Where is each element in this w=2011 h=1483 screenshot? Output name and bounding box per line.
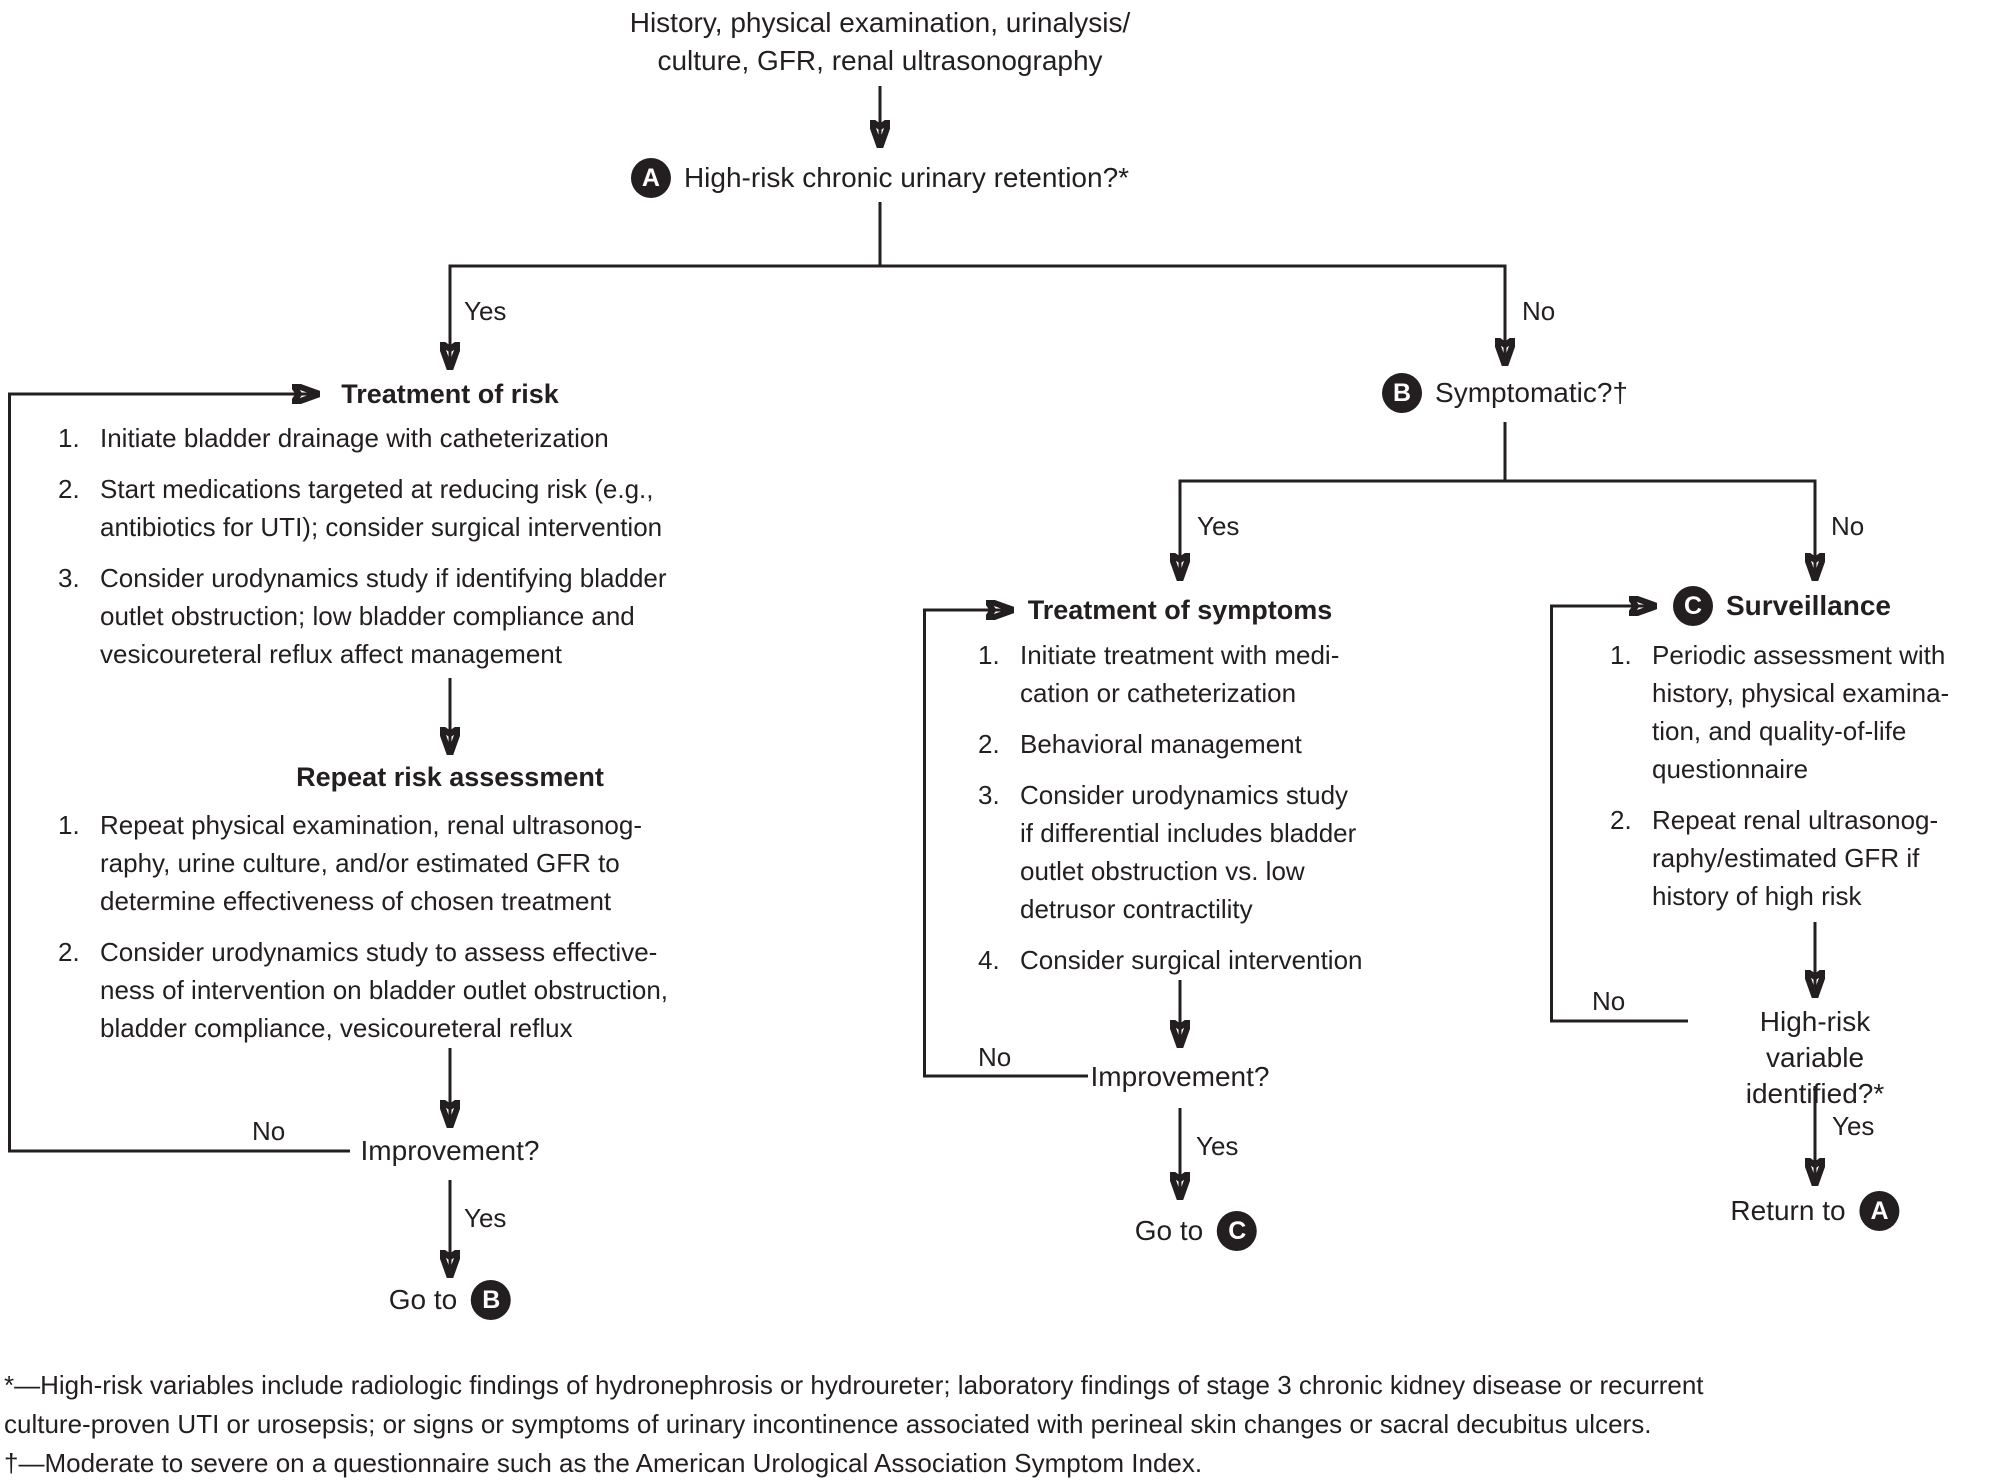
item-text: Repeat physical examination, renal ultra…: [100, 810, 642, 916]
arrow-loop-no-improvement-left: [8, 394, 350, 1153]
entry-step-text: History, physical examination, urinalysi…: [629, 7, 1131, 76]
item-text: Repeat renal ultrasonog- raphy/estimated…: [1652, 805, 1939, 911]
list-item: 2. Behavioral management: [978, 725, 1363, 763]
node-c-badge-icon: C: [1673, 586, 1713, 626]
return-to-a-badge-icon: A: [1859, 1191, 1900, 1231]
improvement-middle-question: Improvement?: [1090, 1061, 1270, 1092]
item-text: Consider surgical intervention: [1020, 945, 1363, 975]
surveillance-list: 1. Periodic assessment with history, phy…: [1610, 636, 1949, 928]
node-c-surveillance: C Surveillance: [1673, 586, 1891, 626]
goto-c-text: Go to: [1134, 1215, 1204, 1246]
item-number: 2.: [978, 729, 1000, 759]
item-number: 1.: [978, 640, 1000, 670]
item-number: 2.: [58, 937, 80, 967]
list-item: 2. Consider urodynamics study to assess …: [58, 933, 668, 1047]
list-item: 3. Consider urodynamics study if differe…: [978, 776, 1363, 928]
improvement-middle-yes-label: Yes: [1196, 1131, 1239, 1161]
return-to-a-text: Return to: [1730, 1195, 1846, 1226]
arrow-loop-no-improvement-middle: [923, 610, 1088, 1078]
high-risk-no-label: No: [1592, 986, 1626, 1016]
list-item: 1. Periodic assessment with history, phy…: [1610, 636, 1949, 788]
arrow-loop-no-high-risk: [1550, 606, 1688, 1023]
list-item: 2. Start medications targeted at reducin…: [58, 470, 667, 546]
item-number: 3.: [978, 780, 1000, 810]
goto-c-badge-icon: C: [1217, 1211, 1258, 1251]
branch-b-yes-label: Yes: [1197, 511, 1240, 541]
node-a-label: High-risk chronic urinary retention?*: [683, 162, 1130, 193]
improvement-left-yes-label: Yes: [464, 1203, 507, 1233]
node-b-label: Symptomatic?†: [1435, 377, 1628, 408]
high-risk-yes-label: Yes: [1832, 1111, 1875, 1141]
node-a: A High-risk chronic urinary retention?*: [630, 158, 1130, 198]
item-text: Consider urodynamics study to assess eff…: [100, 937, 669, 1043]
item-number: 1.: [58, 810, 80, 840]
high-risk-variable-question: High-risk variable identified?*: [1745, 1006, 1885, 1109]
goto-b-badge-icon: B: [471, 1280, 512, 1320]
item-number: 4.: [978, 945, 1000, 975]
surveillance-title: Surveillance: [1726, 590, 1891, 621]
branch-b-no-label: No: [1831, 511, 1865, 541]
list-item: 1. Repeat physical examination, renal ul…: [58, 806, 668, 920]
repeat-risk-assessment-title: Repeat risk assessment: [296, 762, 604, 792]
footnotes: *—High-risk variables include radiologic…: [4, 1366, 1704, 1483]
improvement-left-question: Improvement?: [360, 1135, 540, 1166]
item-text: Periodic assessment with history, physic…: [1652, 640, 1950, 784]
return-to-a: Return to A: [1730, 1191, 1900, 1231]
item-number: 3.: [58, 563, 80, 593]
goto-c: Go to C: [1134, 1211, 1258, 1251]
item-text: Consider urodynamics study if differenti…: [1020, 780, 1357, 924]
repeat-risk-assessment-list: 1. Repeat physical examination, renal ul…: [58, 806, 668, 1060]
list-item: 1. Initiate treatment with medi- cation …: [978, 636, 1363, 712]
node-a-badge-icon: A: [630, 158, 671, 198]
goto-b-text: Go to: [388, 1284, 458, 1315]
branch-a-yes-label: Yes: [464, 296, 507, 326]
goto-b: Go to B: [388, 1280, 512, 1320]
improvement-middle-no-label: No: [978, 1042, 1012, 1072]
footnote-asterisk: *—High-risk variables include radiologic…: [4, 1370, 1704, 1400]
footnote-asterisk-cont: culture-proven UTI or urosepsis; or sign…: [4, 1409, 1652, 1439]
footnote-dagger: †—Moderate to severe on a questionnaire …: [4, 1448, 1203, 1478]
improvement-left-no-label: No: [252, 1116, 286, 1146]
item-text: Start medications targeted at reducing r…: [100, 474, 663, 542]
item-number: 2.: [1610, 805, 1632, 835]
list-item: 4. Consider surgical intervention: [978, 941, 1363, 979]
node-b-badge-icon: B: [1382, 373, 1423, 413]
node-b: B Symptomatic?†: [1382, 373, 1628, 413]
list-item: 1. Initiate bladder drainage with cathet…: [58, 419, 667, 457]
item-text: Behavioral management: [1020, 729, 1302, 759]
item-text: Initiate bladder drainage with catheteri…: [100, 423, 609, 453]
item-number: 1.: [1610, 640, 1632, 670]
item-text: Consider urodynamics study if identifyin…: [100, 563, 667, 669]
treatment-of-symptoms-title: Treatment of symptoms: [1027, 595, 1333, 625]
treatment-of-risk-list: 1. Initiate bladder drainage with cathet…: [58, 419, 667, 686]
treatment-of-symptoms-list: 1. Initiate treatment with medi- cation …: [978, 636, 1363, 992]
branch-a-no-label: No: [1522, 296, 1556, 326]
list-item: 3. Consider urodynamics study if identif…: [58, 559, 667, 673]
item-number: 1.: [58, 423, 80, 453]
item-text: Initiate treatment with medi- cation or …: [1020, 640, 1340, 708]
treatment-of-risk-title: Treatment of risk: [341, 379, 559, 409]
item-number: 2.: [58, 474, 80, 504]
list-item: 2. Repeat renal ultrasonog- raphy/estima…: [1610, 801, 1949, 915]
